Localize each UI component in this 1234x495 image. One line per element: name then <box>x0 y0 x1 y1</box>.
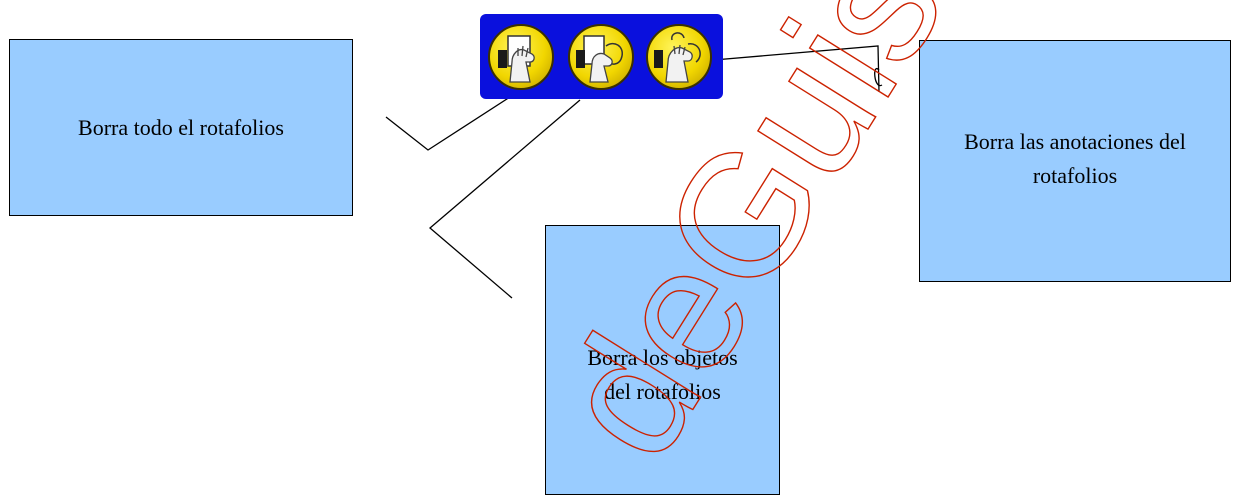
clear-objects-label-line1: Borra los objetos <box>587 345 738 370</box>
clear-flipchart-icon <box>498 35 535 83</box>
clear-all-box: Borra todo el rotafolios <box>9 39 353 216</box>
clear-toolbar <box>480 14 723 99</box>
clear-objects-button[interactable] <box>568 24 634 90</box>
clear-annotations-label-line2: rotafolios <box>1032 163 1118 188</box>
connector-clear-objects <box>428 99 581 299</box>
clear-annotations-label-line1: Borra las anotaciones del <box>964 129 1186 154</box>
clear-annotations-label: Borra las anotaciones del rotafolios <box>964 125 1186 193</box>
connector-curl <box>874 67 883 87</box>
clear-flipchart-button[interactable] <box>488 24 554 90</box>
clear-annotations-icon <box>654 32 701 83</box>
clear-objects-icon <box>576 35 623 83</box>
connector-clear-all <box>385 96 511 151</box>
clear-objects-box: Borra los objetos del rotafolios <box>545 225 780 495</box>
clear-annotations-button[interactable] <box>646 24 712 90</box>
clear-objects-label: Borra los objetos del rotafolios <box>587 341 737 409</box>
connector-clear-annotations <box>713 45 880 93</box>
clear-annotations-box: Borra las anotaciones del rotafolios <box>919 40 1231 282</box>
clear-objects-label-line2: del rotafolios <box>604 379 721 404</box>
clear-all-label: Borra todo el rotafolios <box>78 114 284 140</box>
